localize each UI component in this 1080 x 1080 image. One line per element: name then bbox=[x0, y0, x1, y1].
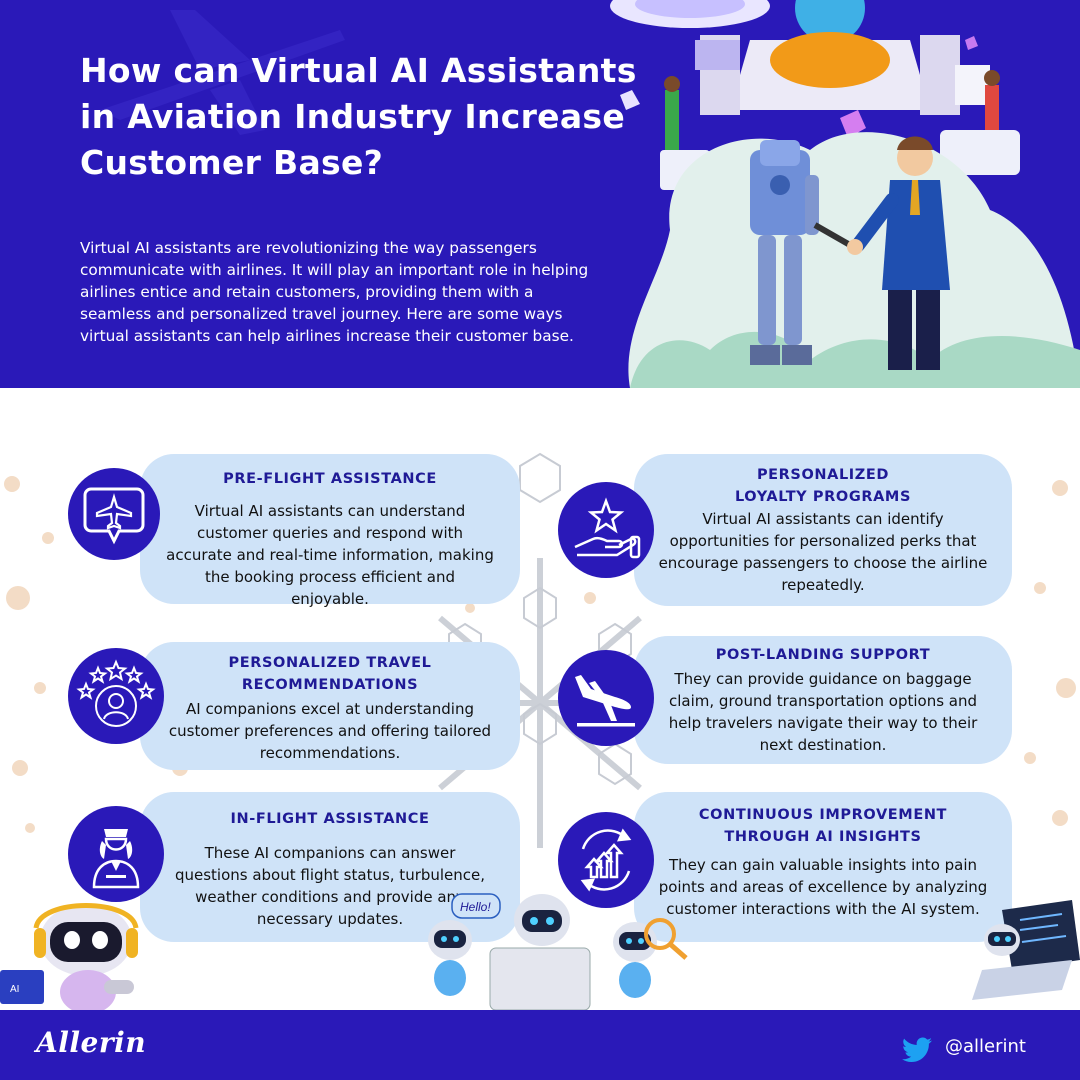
twitter-icon[interactable] bbox=[902, 1037, 932, 1063]
card-personalized-travel-recommendations: PERSONALIZED TRAVEL RECOMMENDATIONS AI c… bbox=[140, 642, 520, 770]
plane-landing-icon bbox=[575, 675, 635, 727]
card-in-flight-assistance: IN-FLIGHT ASSISTANCE These AI companions… bbox=[140, 792, 520, 942]
loyalty-icon-badge bbox=[558, 482, 654, 578]
card-title: POST-LANDING SUPPORT bbox=[715, 647, 931, 663]
benefits-section: PRE-FLIGHT ASSISTANCE Virtual AI assista… bbox=[0, 388, 1080, 1010]
card-title: CONTINUOUS IMPROVEMENT THROUGH AI INSIGH… bbox=[698, 807, 948, 845]
hello-bubble: Hello! bbox=[460, 900, 491, 914]
card-title: IN-FLIGHT ASSISTANCE bbox=[230, 811, 430, 827]
card-personalized-loyalty-programs: PERSONALIZED LOYALTY PROGRAMS Virtual AI… bbox=[634, 454, 1012, 606]
card-text: Virtual AI assistants can understand cus… bbox=[166, 502, 494, 608]
robot-right-illustration bbox=[972, 900, 1080, 1000]
rated-customer-icon bbox=[76, 659, 156, 727]
hero-banner: How can Virtual AI Assistants in Aviatio… bbox=[0, 0, 1080, 388]
card-continuous-improvement: CONTINUOUS IMPROVEMENT THROUGH AI INSIGH… bbox=[634, 792, 1012, 942]
brand-logo[interactable]: Allerin bbox=[36, 1026, 147, 1059]
card-title: PRE-FLIGHT ASSISTANCE bbox=[223, 471, 437, 487]
growth-cycle-icon bbox=[580, 828, 632, 892]
card-post-landing-support: POST-LANDING SUPPORT They can provide gu… bbox=[634, 636, 1012, 764]
post-landing-icon-badge bbox=[558, 650, 654, 746]
intro-text: Virtual AI assistants are revolutionizin… bbox=[80, 239, 589, 345]
laptop-label: AI bbox=[10, 984, 19, 995]
card-title: PERSONALIZED LOYALTY PROGRAMS bbox=[734, 467, 912, 505]
robot-handshake-illustration bbox=[610, 0, 1080, 388]
card-text: They can provide guidance on baggage cla… bbox=[668, 670, 978, 754]
card-text: These AI companions can answer questions… bbox=[174, 844, 486, 928]
card-pre-flight-assistance: PRE-FLIGHT ASSISTANCE Virtual AI assista… bbox=[140, 454, 520, 608]
ai-insights-icon-badge bbox=[558, 812, 654, 908]
page-title: How can Virtual AI Assistants in Aviatio… bbox=[80, 51, 637, 182]
robot-left-illustration: AI bbox=[0, 903, 139, 1010]
card-text: AI companions excel at understanding cus… bbox=[168, 700, 492, 762]
in-flight-icon-badge bbox=[68, 806, 164, 902]
star-hand-icon bbox=[574, 497, 641, 559]
airplane-chat-icon bbox=[83, 487, 145, 545]
robot-group-illustration: Hello! bbox=[428, 893, 688, 1010]
card-text: They can gain valuable insights into pai… bbox=[658, 856, 988, 918]
background-airplane-icon bbox=[100, 10, 345, 135]
twitter-handle[interactable]: @allerint bbox=[945, 1036, 1026, 1057]
travel-recommendations-icon-badge bbox=[68, 648, 164, 744]
card-title: PERSONALIZED TRAVEL RECOMMENDATIONS bbox=[228, 655, 432, 693]
card-text: Virtual AI assistants can identify oppor… bbox=[658, 510, 988, 594]
flight-attendant-icon bbox=[92, 829, 140, 889]
footer-bar: Allerin @allerint bbox=[0, 1010, 1080, 1080]
pre-flight-icon-badge bbox=[68, 468, 160, 560]
